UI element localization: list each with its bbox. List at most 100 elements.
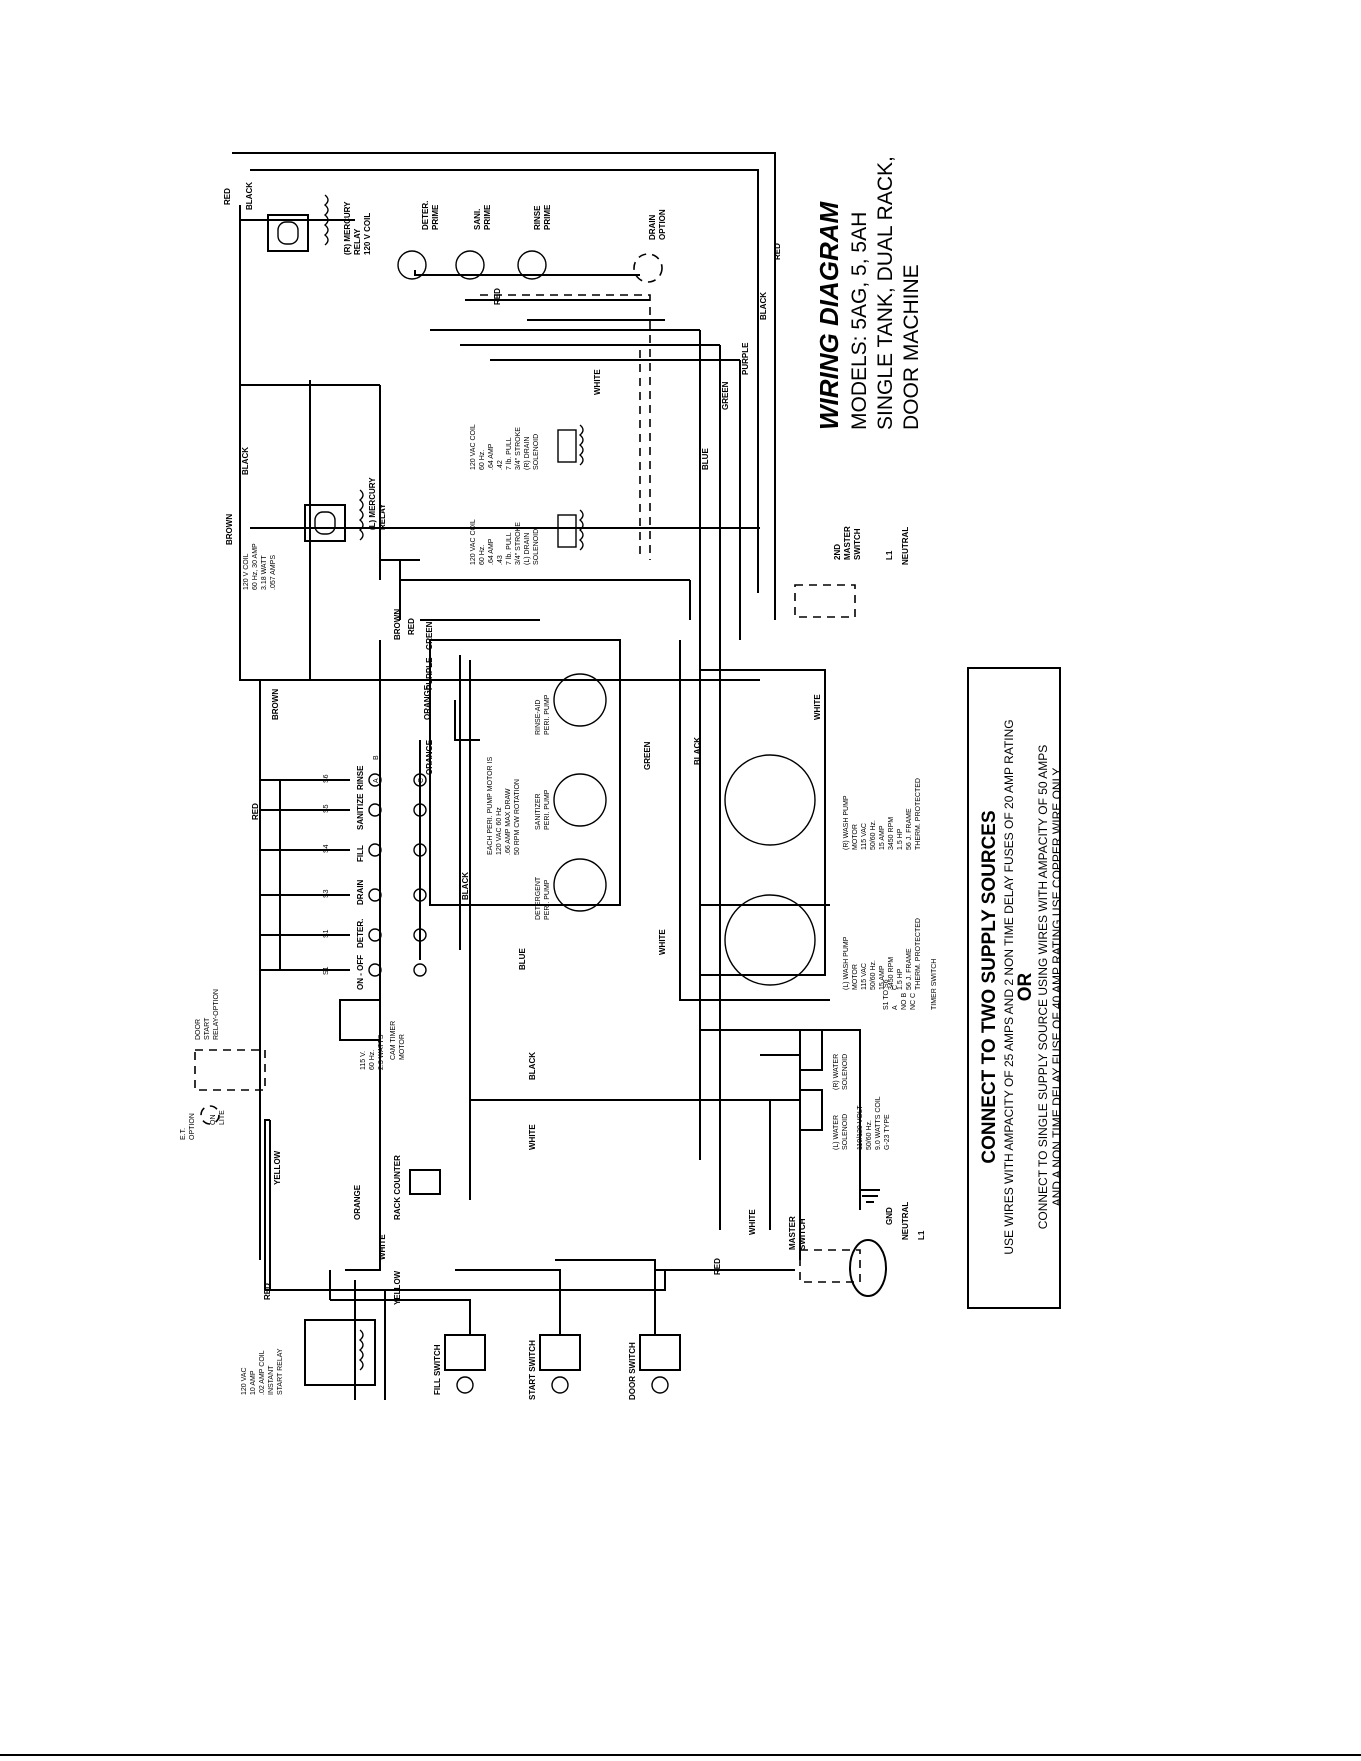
svg-text:LITE: LITE — [219, 1110, 226, 1125]
on-lite-label: ON — [210, 1115, 217, 1126]
svg-text:15 AMP: 15 AMP — [879, 825, 886, 850]
svg-text:.64 AMP: .64 AMP — [488, 538, 495, 565]
cam-label-sanitize: SANITIZE — [356, 793, 365, 830]
svg-text:OPTION: OPTION — [658, 209, 667, 240]
diagram-subtitle-1: SINGLE TANK, DUAL RACK, — [874, 156, 897, 430]
wire-label-red: RED — [223, 188, 232, 205]
svg-text:SOLENOID: SOLENOID — [842, 1054, 849, 1090]
wash-pump-l-symbol — [724, 894, 816, 986]
svg-text:RELAY-OPTION: RELAY-OPTION — [213, 989, 220, 1040]
wire-label-green: GREEN — [721, 381, 730, 410]
svg-text:NC C: NC C — [910, 993, 917, 1010]
wire-label-black: BLACK — [245, 182, 254, 210]
cam-label-rinse: RINSE — [356, 765, 365, 790]
et-option-label: E.T. — [180, 1128, 187, 1140]
svg-text:PRIME: PRIME — [431, 204, 440, 230]
drain-option-symbol — [633, 253, 663, 283]
supply-box — [967, 667, 1061, 1309]
wire-label-black-2: BLACK — [241, 447, 250, 475]
wash-pump-r-label: (R) WASH PUMP — [843, 795, 850, 850]
svg-text:(L) DRAIN: (L) DRAIN — [524, 533, 531, 565]
svg-text:60 Hz.: 60 Hz. — [369, 1050, 376, 1070]
svg-text:.02 AMP COIL: .02 AMP COIL — [259, 1350, 266, 1395]
svg-text:RELAY: RELAY — [353, 228, 362, 255]
timer-switch-contacts — [368, 773, 427, 977]
svg-text:MASTER: MASTER — [843, 526, 852, 560]
switch-id-6: S6 — [323, 774, 330, 783]
svg-text:3450 RPM: 3450 RPM — [888, 957, 895, 990]
svg-text:50/60 Hz.: 50/60 Hz. — [866, 1120, 873, 1150]
svg-text:3/4" STROKE: 3/4" STROKE — [515, 427, 522, 470]
master-switch-label: MASTER — [788, 1216, 797, 1250]
svg-text:PERI. PUMP: PERI. PUMP — [544, 789, 551, 830]
cam-label-deter: DETER. — [356, 919, 365, 948]
supply-box-text: CONNECT TO TWO SUPPLY SOURCES USE WIRES … — [979, 719, 1064, 1254]
wire-label-white-2: WHITE — [658, 929, 667, 955]
wire-label-red-6: RED — [713, 1258, 722, 1275]
door-switch-label: DOOR SWITCH — [628, 1342, 637, 1400]
svg-text:3/4" STROKE: 3/4" STROKE — [515, 522, 522, 565]
svg-text:3450 RPM: 3450 RPM — [888, 817, 895, 850]
component-symbols — [194, 194, 887, 1394]
switch-id-2: S1 — [323, 929, 330, 938]
drain-option-label: DRAIN — [648, 214, 657, 240]
supply-line-2: CONNECT TO SINGLE SUPPLY SOURCE USING WI… — [1036, 745, 1050, 1230]
instant-relay-label: 120 VAC — [241, 1368, 248, 1396]
water-solenoid-r-label: (R) WATER — [833, 1054, 840, 1090]
svg-text:.057 AMPS: .057 AMPS — [270, 555, 277, 590]
wire-label-red-3: RED — [407, 618, 416, 635]
drain-solenoid-l-symbol — [557, 509, 584, 551]
svg-text:60 Hz.: 60 Hz. — [479, 545, 486, 565]
title-block: WIRING DIAGRAM MODELS: 5AG, 5, 5AH SINGL… — [814, 156, 923, 430]
svg-text:START: START — [204, 1017, 211, 1040]
svg-text:THERM. PROTECTED: THERM. PROTECTED — [915, 918, 922, 990]
sanitizer-pump-symbol — [553, 773, 607, 827]
svg-text:PERI. PUMP: PERI. PUMP — [544, 694, 551, 735]
svg-text:120 VAC 60 Hz: 120 VAC 60 Hz — [496, 807, 503, 855]
gnd-label: GND — [885, 1207, 894, 1225]
wire-label-brown: BROWN — [225, 514, 234, 545]
svg-text:56 J. FRAME: 56 J. FRAME — [906, 948, 913, 990]
svg-text:.43: .43 — [497, 555, 504, 565]
svg-text:OPTION: OPTION — [189, 1113, 196, 1140]
svg-text:50/60 Hz.: 50/60 Hz. — [870, 820, 877, 850]
svg-text:115 VAC: 115 VAC — [861, 963, 868, 990]
svg-text:115 VAC: 115 VAC — [861, 823, 868, 850]
sani-prime-symbol — [455, 250, 485, 280]
wire-label-blue: BLUE — [701, 448, 710, 470]
rack-counter-symbol — [409, 1169, 441, 1195]
wash-pump-l-label: (L) WASH PUMP — [843, 936, 850, 990]
svg-text:3.18 WATT: 3.18 WATT — [261, 555, 268, 590]
svg-text:120 V COIL: 120 V COIL — [363, 213, 372, 255]
wire-label-blue-2: BLUE — [518, 948, 527, 970]
svg-text:.64 AMP: .64 AMP — [488, 443, 495, 470]
wire-label-black-6: BLACK — [528, 1052, 537, 1080]
terminal-a: A — [373, 778, 380, 783]
component-labels: RED BLACK (R) MERCURY RELAY 120 V COIL D… — [180, 182, 938, 1400]
terminal-c: C — [418, 778, 425, 783]
wire-label-white-4: WHITE — [528, 1124, 537, 1150]
timer-switch-label: S1 TO S6 — [883, 979, 890, 1010]
wire-label-black-5: BLACK — [461, 872, 470, 900]
rinse-aid-pump-label: RINSE-AID — [535, 700, 542, 735]
svg-text:C: C — [892, 985, 899, 990]
switch-id-4: S4 — [323, 844, 330, 853]
rinse-aid-pump-symbol — [553, 673, 607, 727]
svg-text:THERM. PROTECTED: THERM. PROTECTED — [915, 778, 922, 850]
wire-label-black-3: BLACK — [759, 292, 768, 320]
diagram-subtitle-2: DOOR MACHINE — [900, 264, 923, 430]
svg-text:7 lb. PULL: 7 lb. PULL — [506, 437, 513, 470]
svg-text:NO B: NO B — [901, 993, 908, 1010]
on-lite-symbol — [200, 1105, 220, 1125]
wiring-network — [232, 152, 861, 1400]
supply-heading: CONNECT TO TWO SUPPLY SOURCES — [979, 810, 1000, 1163]
wire-label-yellow: YELLOW — [273, 1150, 282, 1185]
wire-label-orange-3: ORANGE — [353, 1184, 362, 1220]
sanitizer-pump-label: SANITIZER — [535, 793, 542, 830]
svg-text:1.5 HP: 1.5 HP — [897, 968, 904, 990]
svg-text:10 AMP: 10 AMP — [250, 1370, 257, 1395]
svg-text:60 Hz, 30 AMP: 60 Hz, 30 AMP — [252, 543, 259, 590]
diagram-title: WIRING DIAGRAM — [814, 200, 844, 430]
wire-label-white-3: WHITE — [813, 694, 822, 720]
svg-text:60 Hz.: 60 Hz. — [479, 450, 486, 470]
